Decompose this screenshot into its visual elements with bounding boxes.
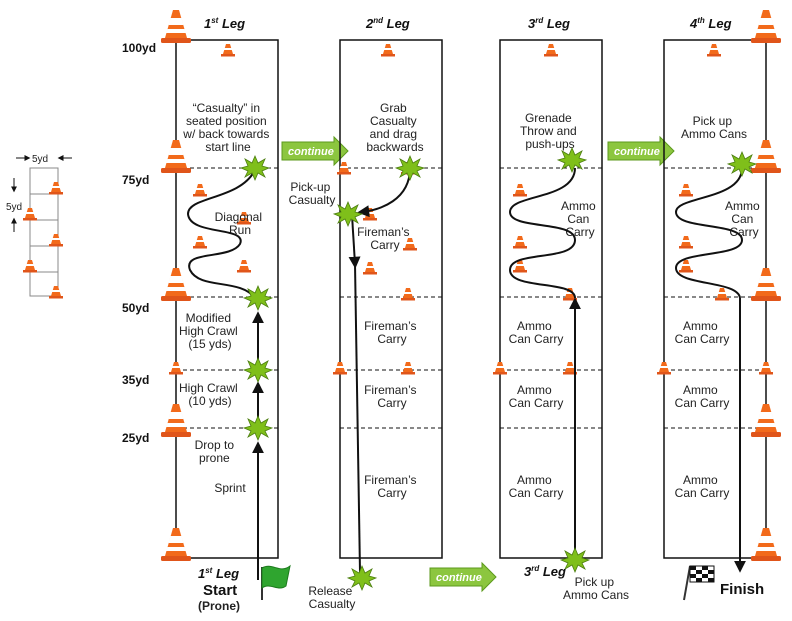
lane-2-zone-35-25: Fireman’s Carry (364, 383, 420, 410)
lane-2: 2nd Leg Grab Casualty and drag backwards… (289, 16, 443, 611)
leg-3-pickup-area: 3rd Leg Pick up Ammo Cans (524, 564, 629, 602)
burst-icon (395, 155, 425, 181)
lane-2-instruction: Grab Casualty and drag backwards (366, 101, 423, 154)
continue-arrow-2: continue (429, 562, 497, 592)
continue-arrow-1: continue (281, 136, 349, 166)
lane-4-header: 4th Leg (689, 16, 732, 31)
lane-1-zone-50-35: Modified High Crawl (15 yds) (179, 311, 241, 351)
cone-icon (751, 268, 781, 301)
cone-icon (751, 404, 781, 437)
small-cone-icon (715, 288, 729, 301)
small-cone-icon (759, 362, 773, 375)
burst-icon (243, 415, 273, 441)
small-cone-icon (381, 44, 395, 57)
lane-4-zone-25-0: Ammo Can Carry (675, 473, 730, 500)
lane-3-border (499, 39, 603, 559)
burst-icon (727, 151, 757, 177)
checkered-flag-icon (683, 565, 715, 601)
lane-3-header: 3rd Leg (528, 16, 570, 31)
small-cone-icon (401, 288, 415, 301)
bottom-leg-3-label: 3rd Leg (524, 564, 566, 579)
small-cone-icon (544, 44, 558, 57)
yard-marker-75: 75yd (122, 173, 149, 187)
small-cone-icon (493, 362, 507, 375)
lane-3-zone-25-0: Ammo Can Carry (509, 473, 564, 500)
lane-2-header: 2nd Leg (365, 16, 410, 31)
small-cone-icon (657, 362, 671, 375)
finish-area: Finish (683, 565, 764, 601)
release-casualty: Release Casualty (308, 584, 355, 611)
lane-2-zone-75-50: Fireman’s Carry (357, 225, 413, 252)
lane-2-pickup: Pick-up Casualty (289, 180, 336, 207)
small-cone-icon (221, 44, 235, 57)
cone-icon (161, 140, 191, 173)
small-cone-icon (363, 262, 377, 275)
lane-4-instruction: Pick up Ammo Cans (681, 114, 747, 141)
burst-icon (243, 357, 273, 383)
lane-2-zone-25-0: Fireman’s Carry (364, 473, 420, 500)
burst-icon (243, 285, 273, 311)
lane-1-zone-75-50: Diagonal Run (215, 210, 266, 237)
svg-text:continue: continue (436, 572, 482, 584)
legend-spacing-label: 5yd (6, 202, 22, 213)
yard-marker-50: 50yd (122, 301, 149, 315)
lane-3-zone-75-50: Ammo Can Carry (561, 199, 599, 239)
small-cone-icon (401, 362, 415, 375)
lane-1-zone-25-0: Drop to prone Sprint (195, 438, 247, 495)
lane-3: 3rd Leg Grenade Throw and push-ups Ammo … (493, 16, 603, 573)
lane-3-zone-35-25: Ammo Can Carry (509, 383, 564, 410)
lane-3-instruction: Grenade Throw and push-ups (520, 111, 580, 151)
small-cone-icon (513, 184, 527, 197)
yard-markers: 100yd 75yd 50yd 35yd 25yd (122, 41, 156, 445)
yard-marker-25: 25yd (122, 431, 149, 445)
start-label: Start (203, 582, 237, 599)
lane-3-zone-50-35: Ammo Can Carry (509, 319, 564, 346)
burst-icon (333, 201, 363, 227)
small-cone-icon (237, 260, 251, 273)
legend-width-label: 5yd (32, 154, 48, 165)
lane-4: 4th Leg Pick up Ammo Cans Ammo Can Carry… (657, 10, 781, 573)
burst-icon (240, 155, 270, 181)
prone-label: (Prone) (198, 599, 240, 613)
small-cone-icon (679, 184, 693, 197)
start-area: 1st Leg Start (Prone) (198, 564, 291, 613)
lane-2-border (339, 39, 443, 559)
cone-icon (751, 10, 781, 43)
continue-arrow-3: continue (607, 136, 675, 166)
burst-icon (557, 147, 587, 173)
small-cone-icon (679, 236, 693, 249)
cone-icon (161, 528, 191, 561)
finish-label: Finish (720, 581, 764, 598)
small-cone-icon (403, 238, 417, 251)
yard-marker-100: 100yd (122, 41, 156, 55)
lane-2-zone-50-35: Fireman’s Carry (364, 319, 420, 346)
lane-4-zone-50-35: Ammo Can Carry (675, 319, 730, 346)
lane-1-header: 1st Leg (204, 16, 245, 31)
small-cone-icon (193, 184, 207, 197)
small-cone-icon (193, 236, 207, 249)
green-flag-icon (261, 564, 291, 600)
bottom-leg-1-label: 1st Leg (198, 566, 239, 581)
scale-legend: 5yd 5yd (6, 154, 72, 299)
small-cone-icon (707, 44, 721, 57)
yard-marker-35: 35yd (122, 373, 149, 387)
small-cone-icon (513, 236, 527, 249)
cone-icon (161, 10, 191, 43)
lane-1: 1st Leg “Casualty” in seated position w/… (161, 10, 279, 580)
lane-4-zone-75-50: Ammo Can Carry (725, 199, 763, 239)
cone-icon (751, 528, 781, 561)
cone-icon (161, 404, 191, 437)
svg-text:continue: continue (614, 146, 660, 158)
cone-icon (161, 268, 191, 301)
lane-1-instruction: “Casualty” in seated position w/ back to… (182, 101, 272, 154)
lane-1-zone-35-25: High Crawl (10 yds) (179, 381, 241, 408)
svg-text:continue: continue (288, 146, 334, 158)
cone-icon (751, 140, 781, 173)
lane-4-zone-35-25: Ammo Can Carry (675, 383, 730, 410)
small-cone-icon (169, 362, 183, 375)
pickup-ammo-cans-label: Pick up Ammo Cans (563, 575, 629, 602)
small-cone-icon (333, 362, 347, 375)
